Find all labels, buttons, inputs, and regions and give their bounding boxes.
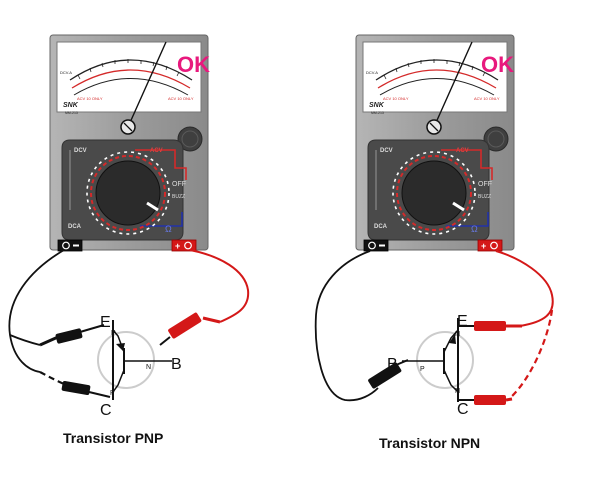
meter-needle xyxy=(433,41,473,128)
black-probe-top[interactable] xyxy=(39,335,59,347)
scale-note-acv-right: ACV 10 ONLY xyxy=(474,96,500,101)
range-label-dca: DCA xyxy=(374,224,388,230)
red-probe-bottom[interactable] xyxy=(474,395,506,405)
npn-collector-label: C xyxy=(457,401,469,418)
range-label-acv: ACV xyxy=(150,148,163,154)
scale-note-acv: ACV 10 ONLY xyxy=(77,96,103,101)
npn-emitter-label: E xyxy=(457,313,468,330)
range-label-dcv: DCV xyxy=(74,148,87,154)
red-probe[interactable] xyxy=(167,312,202,339)
npn-region-p: P xyxy=(420,366,425,373)
scale-note-dcv: DCV.A xyxy=(60,70,72,75)
red-lead-dashed xyxy=(509,309,554,399)
brand-logo: SNK xyxy=(369,102,385,109)
range-label-off: OFF xyxy=(172,181,186,188)
pnp-region-n: N xyxy=(146,364,151,371)
meter-needle xyxy=(127,41,167,128)
npn-region-n-top: N xyxy=(455,331,460,338)
black-lead-to-probe xyxy=(9,334,41,346)
red-lead-wire xyxy=(189,249,250,323)
pnp-emitter-label: E xyxy=(100,314,111,331)
range-label-dcv: DCV xyxy=(380,148,393,154)
svg-text:+: + xyxy=(481,241,486,251)
caption-npn: Transistor NPN xyxy=(379,435,481,451)
black-probe[interactable] xyxy=(367,362,402,389)
black-probe-bottom[interactable] xyxy=(61,380,91,396)
red-probe-top[interactable] xyxy=(474,321,506,331)
com-terminal[interactable] xyxy=(363,239,389,252)
model-number: MM-213 xyxy=(65,111,78,115)
caption-pnp: Transistor PNP xyxy=(63,430,164,446)
range-label-ohm: Ω xyxy=(471,224,478,234)
scale-note-acv: ACV 10 ONLY xyxy=(383,96,409,101)
range-label-buzz: BUZZ xyxy=(478,194,491,200)
pnp-collector-label: C xyxy=(100,402,112,419)
brand-logo: SNK xyxy=(63,102,79,109)
multimeter-right: DCV.A ACV 10 ONLY ACV 10 ONLY SNK MM-213… xyxy=(355,34,515,252)
transistor-npn-symbol: E B C N P N xyxy=(387,313,474,418)
meter-face xyxy=(362,41,508,113)
left-test-leads xyxy=(8,249,250,398)
black-lead-wire xyxy=(8,249,65,373)
com-terminal[interactable] xyxy=(57,239,83,252)
range-selector-dial[interactable] xyxy=(401,160,467,226)
plus-ohm-terminal[interactable] xyxy=(477,239,503,252)
pnp-region-p-top: P xyxy=(111,330,116,337)
plus-ohm-terminal[interactable] xyxy=(171,239,197,252)
range-label-off: OFF xyxy=(478,181,492,188)
range-label-ohm: Ω xyxy=(165,224,172,234)
npn-base-label: B xyxy=(387,356,398,373)
pnp-region-p-bottom: P xyxy=(110,390,115,397)
scale-note-acv-right: ACV 10 ONLY xyxy=(168,96,194,101)
npn-region-n-bottom: N xyxy=(455,388,460,395)
svg-text:+: + xyxy=(175,241,180,251)
pnp-base-label: B xyxy=(171,356,182,373)
dial-pointer xyxy=(146,201,159,212)
scale-note-dcv: DCV.A xyxy=(366,70,378,75)
red-lead-wire xyxy=(495,250,554,327)
meter-face xyxy=(56,41,202,113)
right-test-leads xyxy=(314,250,554,405)
multimeter-left: DCV.A ACV 10 ONLY ACV 10 ONLY SNK MM-213… xyxy=(49,34,210,252)
dial-pointer xyxy=(452,201,465,212)
ok-indicator: OK xyxy=(177,52,210,77)
range-label-buzz: BUZZ xyxy=(172,194,185,200)
model-number: MM-213 xyxy=(371,111,384,115)
range-selector-dial[interactable] xyxy=(95,160,161,226)
black-lead-wire xyxy=(314,250,379,402)
ok-indicator: OK xyxy=(481,52,514,77)
transistor-pnp-symbol: E B C P N P xyxy=(97,314,182,419)
range-label-acv: ACV xyxy=(456,148,469,154)
range-label-dca: DCA xyxy=(68,224,82,230)
